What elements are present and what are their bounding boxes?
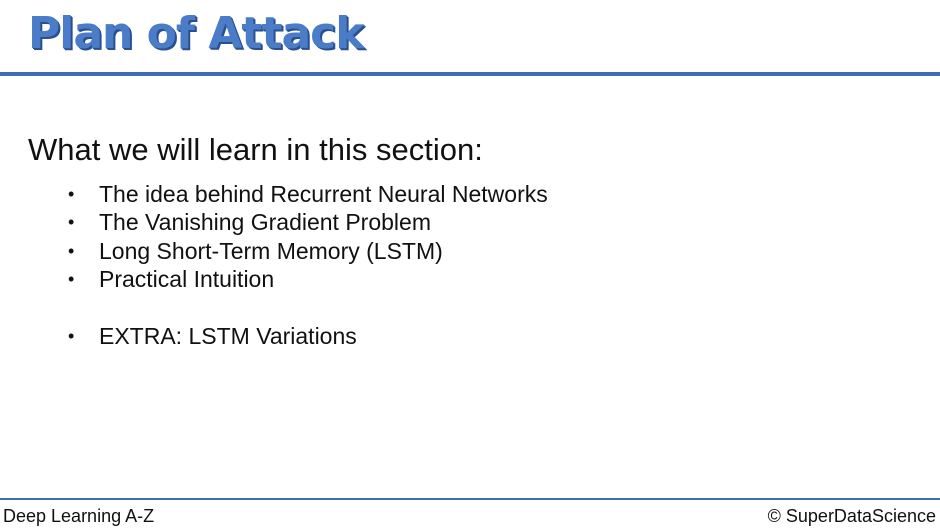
list-item-text: Practical Intuition <box>99 266 275 293</box>
slide-title: Plan of Attack <box>28 8 365 59</box>
section-intro: What we will learn in this section: <box>28 132 483 167</box>
footer-copyright: © SuperDataScience <box>767 506 936 526</box>
bullet-icon: • <box>68 240 75 261</box>
list-item-text: The Vanishing Gradient Problem <box>99 209 431 236</box>
list-item-text: Long Short-Term Memory (LSTM) <box>99 237 443 264</box>
list-item-text: EXTRA: LSTM Variations <box>99 322 357 349</box>
footer-divider <box>0 498 940 500</box>
bullet-icon: • <box>68 325 75 346</box>
list-item: • The Vanishing Gradient Problem <box>68 209 548 238</box>
topic-list: • The idea behind Recurrent Neural Netwo… <box>68 180 548 351</box>
list-item: • Long Short-Term Memory (LSTM) <box>68 237 548 266</box>
list-item-text: The idea behind Recurrent Neural Network… <box>99 180 548 207</box>
list-item: • The idea behind Recurrent Neural Netwo… <box>68 180 548 209</box>
bullet-icon: • <box>68 269 75 290</box>
bullet-icon: • <box>68 183 75 204</box>
bullet-icon: • <box>68 212 75 233</box>
footer-course-name: Deep Learning A-Z <box>3 506 155 526</box>
list-item: • Practical Intuition <box>68 266 548 295</box>
list-item: • EXTRA: LSTM Variations <box>68 322 548 351</box>
title-divider <box>0 72 940 76</box>
